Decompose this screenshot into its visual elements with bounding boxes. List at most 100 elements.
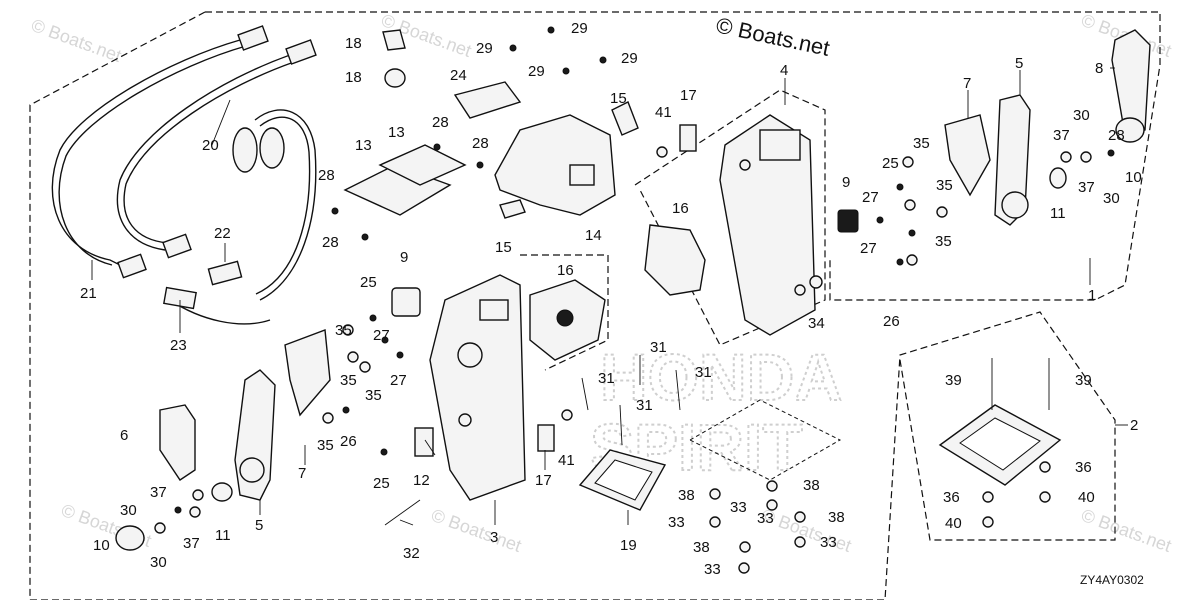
callout-number: 35 <box>913 135 930 152</box>
cover-part <box>494 114 616 216</box>
callout-number: 4 <box>780 62 788 79</box>
callout-number: 28 <box>322 234 339 251</box>
control-box-upper <box>719 114 816 336</box>
callout-number: 33 <box>704 561 721 578</box>
watermark-text: © Boats.net <box>29 15 124 66</box>
callout-number: 20 <box>202 137 219 154</box>
callout-number: 35 <box>340 372 357 389</box>
callout-number: 30 <box>1103 190 1120 207</box>
callout-number: 25 <box>360 274 377 291</box>
callout-number: 7 <box>963 75 971 92</box>
callout-number: 31 <box>650 339 667 356</box>
callout-number: 18 <box>345 35 362 52</box>
callout-number: 28 <box>432 114 449 131</box>
callout-number: 10 <box>93 537 110 554</box>
callout-number: 12 <box>413 472 430 489</box>
copyright-text: © Boats.net <box>714 12 832 60</box>
callout-number: 37 <box>150 484 167 501</box>
callout-number: 5 <box>1015 55 1023 72</box>
callout-number: 36 <box>943 489 960 506</box>
callout-number: 41 <box>655 104 672 121</box>
callout-number: 39 <box>945 372 962 389</box>
callout-number: 16 <box>672 200 689 217</box>
callout-number: 13 <box>355 137 372 154</box>
callout-number: 27 <box>373 327 390 344</box>
callout-number: 35 <box>365 387 382 404</box>
leader-lines <box>91 67 1128 526</box>
callout-number: 30 <box>1073 107 1090 124</box>
callout-number: 5 <box>255 517 263 534</box>
callout-number: 23 <box>170 337 187 354</box>
callout-number: 11 <box>215 527 231 544</box>
callout-number: 26 <box>340 433 357 450</box>
callout-number: 37 <box>1053 127 1070 144</box>
callout-number: 37 <box>183 535 200 552</box>
callout-number: 11 <box>1050 205 1066 222</box>
bolts <box>174 26 1115 526</box>
callout-number: 39 <box>1075 372 1092 389</box>
callout-number: 40 <box>1078 489 1095 506</box>
base-plate <box>688 399 1062 486</box>
callout-number: 31 <box>636 397 653 414</box>
callout-number: 13 <box>388 124 405 141</box>
callout-number: 38 <box>828 509 845 526</box>
callout-number: 1 <box>1088 287 1096 304</box>
callout-number: 2 <box>1130 417 1138 434</box>
callout-number: 28 <box>472 135 489 152</box>
callout-number: 29 <box>571 20 588 37</box>
callout-number: 9 <box>400 249 408 266</box>
watermark-text: © Boats.net <box>429 505 524 556</box>
callout-number: 15 <box>610 90 627 107</box>
callout-number: 34 <box>808 315 825 332</box>
callout-number: 40 <box>945 515 962 532</box>
callout-number: 21 <box>80 285 97 302</box>
callout-number: 33 <box>730 499 747 516</box>
callout-number: 17 <box>680 87 697 104</box>
callout-number: 27 <box>862 189 879 206</box>
callout-number: 38 <box>803 477 820 494</box>
callout-number: 25 <box>882 155 899 172</box>
callout-number: 28 <box>1108 127 1125 144</box>
diagram-code: ZY4AY0302 <box>1080 573 1144 587</box>
callout-number: 28 <box>318 167 335 184</box>
callout-number: 17 <box>535 472 552 489</box>
callout-number: 10 <box>1125 169 1142 186</box>
callout-number: 29 <box>621 50 638 67</box>
nuts-washers <box>154 146 1092 574</box>
callout-number: 35 <box>317 437 334 454</box>
callout-number: 31 <box>695 364 712 381</box>
cable-assembly <box>51 25 317 325</box>
callout-number: 35 <box>936 177 953 194</box>
callout-number: 14 <box>585 227 602 244</box>
callout-number: 35 <box>335 322 352 339</box>
callout-number: 19 <box>620 537 637 554</box>
pad-part <box>453 81 522 119</box>
callout-number: 38 <box>678 487 695 504</box>
watermark-text: © Boats.net <box>1079 505 1174 556</box>
callout-number: 6 <box>120 427 128 444</box>
callout-number: 33 <box>668 514 685 531</box>
callout-number: 16 <box>557 262 574 279</box>
callout-number: 33 <box>820 534 837 551</box>
assembly-frames <box>29 11 1161 600</box>
callout-number: 32 <box>403 545 420 562</box>
callout-number: 8 <box>1095 60 1103 77</box>
callout-number: 18 <box>345 69 362 86</box>
control-box-lower <box>429 274 526 501</box>
small-parts <box>382 29 859 457</box>
callout-number: 27 <box>860 240 877 257</box>
callout-number: 41 <box>558 452 575 469</box>
callout-number: 35 <box>935 233 952 250</box>
callout-number: 36 <box>1075 459 1092 476</box>
knob-parts <box>115 117 1145 551</box>
callout-number: 31 <box>598 370 615 387</box>
callout-labels: 1 2 3 4 5 5 6 7 7 8 9 9 10 10 11 11 12 1… <box>80 20 1142 578</box>
callout-number: 7 <box>298 465 306 482</box>
callout-number: 33 <box>757 510 774 527</box>
callout-number: 29 <box>476 40 493 57</box>
callout-number: 30 <box>120 502 137 519</box>
grip-parts <box>159 29 1151 481</box>
callout-number: 38 <box>693 539 710 556</box>
callout-number: 27 <box>390 372 407 389</box>
